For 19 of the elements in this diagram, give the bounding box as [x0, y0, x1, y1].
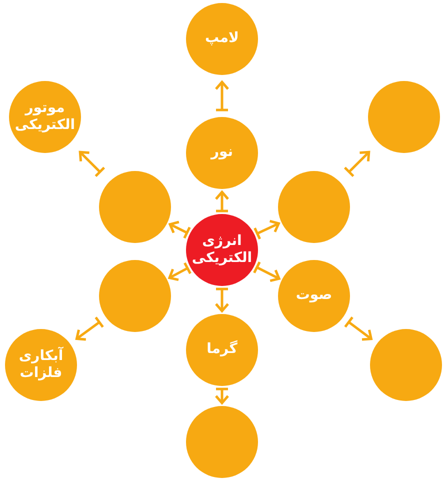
arrow — [168, 262, 192, 282]
node-label: صوت — [296, 287, 332, 305]
node-label: لامپ — [205, 30, 239, 48]
node-label: موتور الکتریکی — [14, 100, 76, 134]
arrow — [75, 316, 104, 341]
arrow — [254, 220, 280, 240]
arrow — [252, 260, 280, 282]
node-label: انرژی الکتریکی — [190, 232, 254, 268]
arrow — [168, 220, 191, 240]
node-label: نور — [210, 144, 234, 162]
arrow — [214, 190, 230, 212]
arrow — [78, 150, 106, 178]
arrow — [214, 388, 230, 404]
arrow — [214, 80, 230, 112]
arrow — [344, 150, 370, 178]
node-label: آبکاری فلزات — [18, 348, 64, 382]
arrow — [344, 316, 372, 341]
arrow — [214, 288, 230, 312]
node-label: گرما — [206, 341, 238, 359]
